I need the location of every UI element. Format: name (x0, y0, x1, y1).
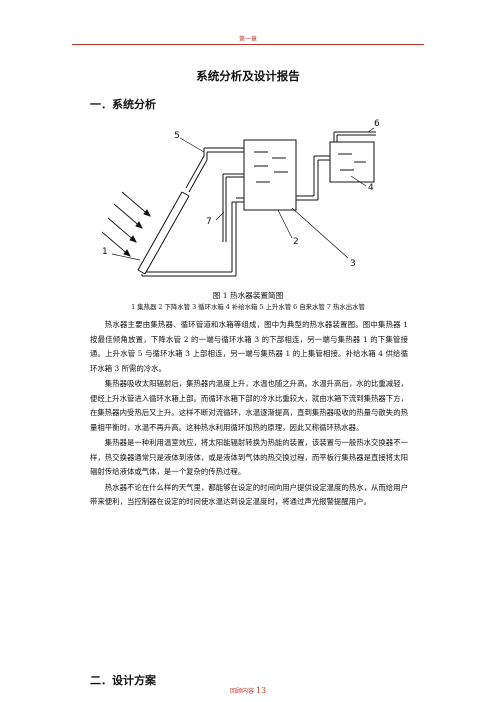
leader-lines (111, 127, 375, 261)
hot-water-outlet (222, 173, 244, 242)
section-heading-design: 二．设计方案 (90, 674, 156, 687)
label-downcomer: 2 (293, 237, 299, 247)
paragraph: 集热器是一种利用温室效应，将太阳能辐射转换为热能的装置，该装置与一般热水交换器不… (90, 438, 408, 476)
heater-diagram: 1 2 3 4 5 6 7 (96, 112, 396, 292)
circulation-tank (243, 139, 297, 211)
document-title: 系统分析及设计报告 (196, 69, 300, 83)
label-rising-pipe: 5 (174, 131, 180, 141)
footer-prefix: 回顾内容 (229, 688, 254, 695)
label-circulation-tank: 3 (350, 259, 356, 269)
section-heading-analysis: 一．系统分析 (90, 98, 156, 111)
page-number: 13 (255, 686, 267, 695)
label-hot-outlet: 7 (206, 217, 212, 227)
supply-tank (329, 141, 375, 183)
figure-legend: 1 集热器 2 下降水管 3 循环水箱 4 补给水箱 5 上升水管 6 自来水管… (131, 303, 365, 311)
rising-pipe (185, 147, 244, 193)
label-supply-tank: 4 (368, 183, 374, 193)
label-collector: 1 (102, 247, 108, 257)
paragraph: 热水器不论在什么样的天气里，都能够在设定的时间向用户提供设定温度的热水，从而给用… (90, 482, 408, 507)
figure-caption: 图 1 热水器装置简图 (212, 291, 284, 300)
paragraph: 集热器吸收太阳辐射后，集热器内温度上升，水温也随之升高。水温升高后，水的比重减轻… (90, 379, 408, 432)
label-tap-pipe: 6 (374, 119, 380, 129)
downcomer-pipe (141, 197, 244, 277)
page-footer: 回顾内容 13 (0, 686, 496, 695)
connecting-pipe (296, 155, 330, 201)
paragraph: 热水器主要由集热器、循环管道和水箱等组成，图中为典型的热水器装置图。图中集热器 … (90, 320, 408, 373)
tap-water-pipe (333, 131, 376, 142)
page-header: 第一章 (238, 36, 257, 43)
collector-panel (137, 191, 190, 275)
header-rule (72, 44, 424, 45)
body-text: 热水器主要由集热器、循环管道和水箱等组成，图中为典型的热水器装置图。图中集热器 … (90, 318, 408, 511)
sun-rays (101, 191, 151, 257)
